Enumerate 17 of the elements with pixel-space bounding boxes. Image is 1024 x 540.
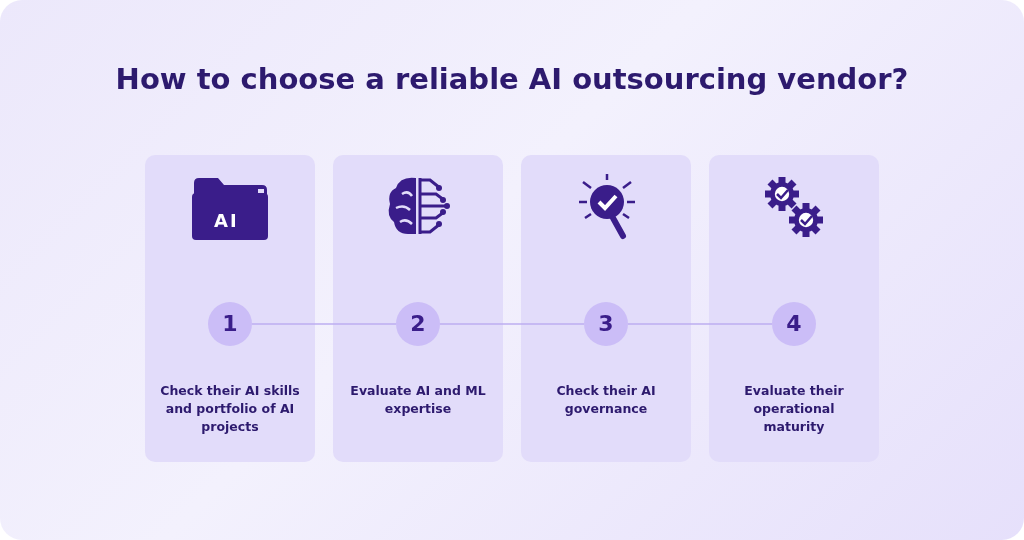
title: How to choose a reliable AI outsourcing vendor? bbox=[114, 62, 910, 96]
step-text: Check their AI skills and portfolio of AI projects bbox=[159, 382, 301, 436]
connector-line bbox=[627, 323, 773, 325]
step-card bbox=[521, 155, 691, 462]
icon-label: AI bbox=[214, 210, 239, 231]
step-number: 4 bbox=[772, 302, 816, 346]
connector-line bbox=[251, 323, 397, 325]
step-text: Check their AI governance bbox=[555, 382, 657, 418]
step-number: 3 bbox=[584, 302, 628, 346]
step-card bbox=[709, 155, 879, 462]
step-card bbox=[145, 155, 315, 462]
step-text: Evaluate their operational maturity bbox=[743, 382, 845, 436]
step-number: 1 bbox=[208, 302, 252, 346]
connector-line bbox=[439, 323, 585, 325]
step-card bbox=[333, 155, 503, 462]
step-text: Evaluate AI and ML expertise bbox=[349, 382, 487, 418]
step-number: 2 bbox=[396, 302, 440, 346]
